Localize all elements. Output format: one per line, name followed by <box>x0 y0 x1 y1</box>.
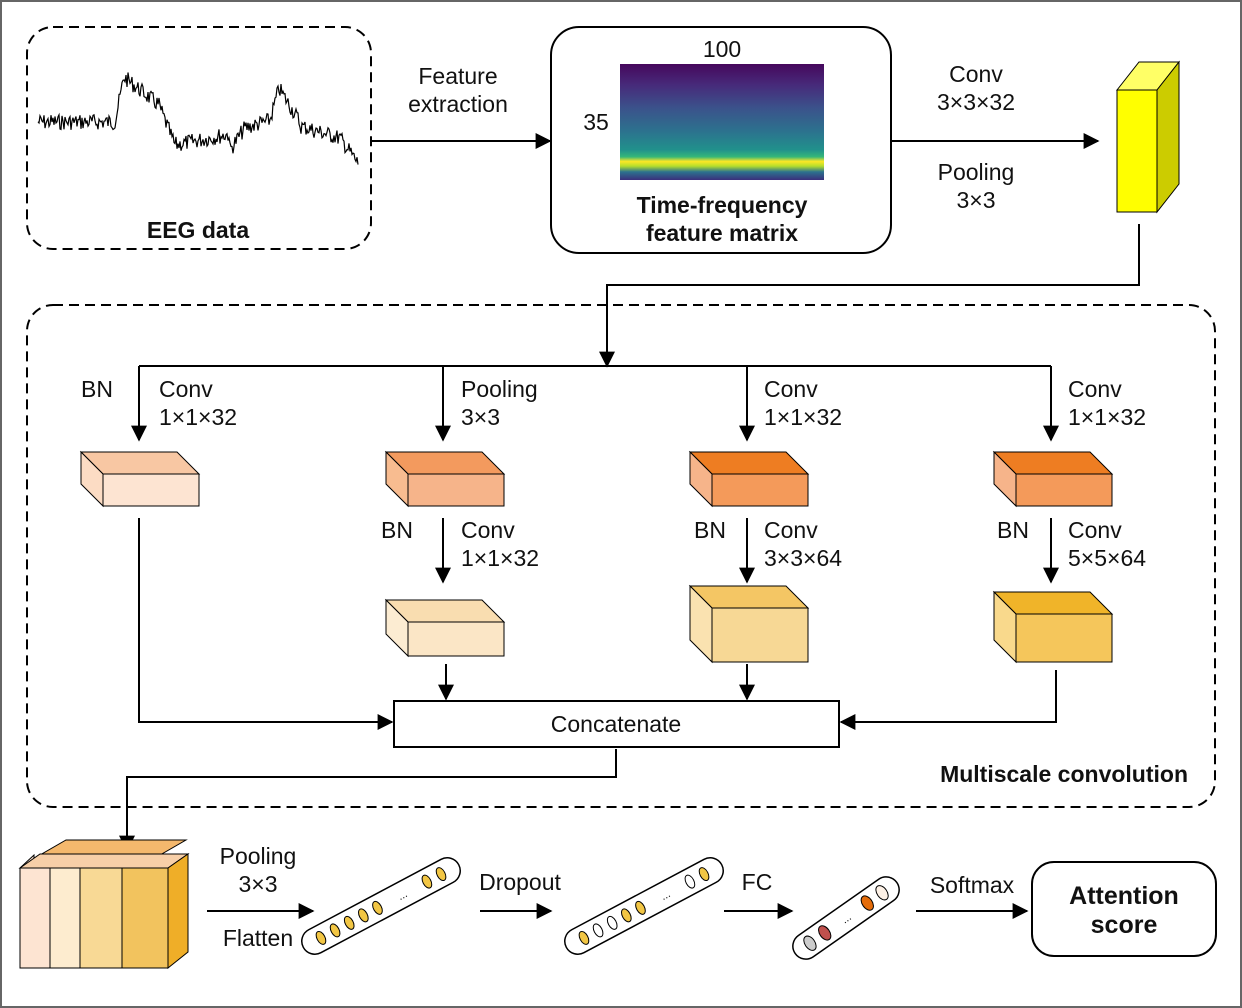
branch1-box <box>79 450 201 508</box>
connector-to-multiscale <box>599 224 1140 368</box>
dropout-vector: ... <box>564 857 724 955</box>
branch4-size1: 1×1×32 <box>1068 404 1146 430</box>
branch2-bn: BN <box>381 517 413 543</box>
neuron <box>621 908 632 923</box>
neuron-dropped <box>684 874 696 889</box>
pool1-label: Pooling <box>938 159 1015 185</box>
branch1-to-concat <box>138 518 394 730</box>
neuron-light <box>875 885 889 901</box>
yellow-feature-block <box>1115 60 1181 214</box>
branch4-op2: Conv <box>1068 517 1122 543</box>
neuron <box>435 867 447 882</box>
branch3-op2: Conv <box>764 517 818 543</box>
branch3-box2 <box>688 584 810 664</box>
neuron <box>421 874 433 889</box>
attention-label-line1: Attention <box>1069 882 1179 910</box>
tf-title-line2: feature matrix <box>646 220 798 246</box>
neuron-dropped <box>592 923 604 938</box>
neuron <box>343 915 355 930</box>
branch1-bn: BN <box>81 376 113 402</box>
connector-to-stacked-block <box>119 749 617 852</box>
eeg-data-label: EEG data <box>147 217 249 243</box>
attention-label-line2: score <box>1091 911 1158 939</box>
branch4-to-concat <box>839 670 1057 730</box>
branch4-op1: Conv <box>1068 376 1122 402</box>
branch4-bn: BN <box>997 517 1029 543</box>
branch3-op1: Conv <box>764 376 818 402</box>
branch2-op2: Conv <box>461 517 515 543</box>
pool2-size: 3×3 <box>238 871 277 897</box>
branch4-box2 <box>992 590 1114 664</box>
branch2-size1: 3×3 <box>461 404 500 430</box>
flatten-label: Flatten <box>223 925 293 951</box>
neuron <box>329 923 341 938</box>
dropout-label: Dropout <box>479 869 561 895</box>
softmax-label: Softmax <box>930 872 1015 898</box>
fc-label: FC <box>742 869 773 895</box>
neuron <box>358 908 369 923</box>
branch3-bn: BN <box>694 517 726 543</box>
stacked-feature-block <box>18 839 190 970</box>
flatten-vector: ... <box>301 857 461 955</box>
concatenate-label: Concatenate <box>551 711 681 737</box>
conv1-size: 3×3×32 <box>937 89 1015 115</box>
neuron-dropped <box>606 915 618 930</box>
pool2-label: Pooling <box>220 843 297 869</box>
feature-extraction-line1: Feature <box>418 63 497 89</box>
branch4-size2: 5×5×64 <box>1068 545 1146 571</box>
tf-rows-label: 35 <box>583 109 609 135</box>
branch3-box1 <box>688 450 810 508</box>
tf-cols-label: 100 <box>703 36 741 62</box>
eeg-signal-trace <box>37 72 359 165</box>
branch4-box1 <box>992 450 1114 508</box>
neuron-red <box>818 925 832 941</box>
conv1-label: Conv <box>949 61 1003 87</box>
multiscale-box <box>26 304 1216 808</box>
branch2-op1: Pooling <box>461 376 538 402</box>
fc-vector: ... <box>792 876 900 960</box>
spectrogram-image <box>620 64 824 180</box>
branch3-size2: 3×3×64 <box>764 545 842 571</box>
time-frequency-box: 100 35 Time-frequency feature matrix <box>550 26 892 254</box>
neuron <box>315 930 327 945</box>
branch2-box2 <box>384 598 506 658</box>
pool1-size: 3×3 <box>956 187 995 213</box>
neuron-grey <box>803 935 817 951</box>
attention-score-box <box>1031 861 1217 957</box>
feature-extraction-line2: extraction <box>408 91 508 117</box>
neuron <box>372 900 383 915</box>
branch1-size1: 1×1×32 <box>159 404 237 430</box>
neuron-orange <box>860 895 874 911</box>
concatenate-box <box>393 700 840 748</box>
eeg-data-box: EEG data <box>26 26 372 250</box>
multiscale-title: Multiscale convolution <box>940 761 1188 787</box>
branch2-size2: 1×1×32 <box>461 545 539 571</box>
tf-title-line1: Time-frequency <box>637 192 808 218</box>
branch1-op1: Conv <box>159 376 213 402</box>
neuron <box>698 867 710 882</box>
neuron <box>578 930 590 945</box>
neuron <box>635 900 646 915</box>
branch2-box1 <box>384 450 506 508</box>
branch3-size1: 1×1×32 <box>764 404 842 430</box>
